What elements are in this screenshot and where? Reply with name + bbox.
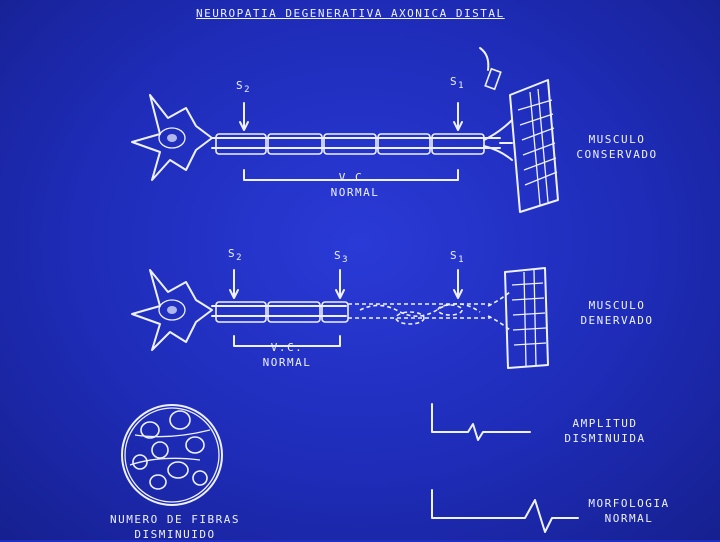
bottom-stim-s3-label: S3 [334, 249, 350, 266]
bottom-neuron [131, 267, 549, 369]
bottom-muscle-label: MUSCULO DENERVADO [580, 299, 654, 327]
bottom-vc-label: V.C. NORMAL [262, 341, 312, 369]
bottom-stim-s1-label: S1 [450, 249, 466, 266]
slide-title: NEUROPATIA DEGENERATIVA AXONICA DISTAL [196, 7, 505, 20]
amplitude-label: AMPLITUD DISMINUIDA [564, 417, 646, 445]
waveform-morphology [431, 489, 579, 533]
top-stim-s2-label: S2 [236, 79, 252, 96]
top-muscle-label: MUSCULO CONSERVADO [576, 133, 658, 161]
bottom-stim-s2-label: S2 [228, 247, 244, 264]
top-stim-s1-label: S1 [450, 75, 466, 92]
morphology-label: MORFOLOGIA NORMAL [588, 497, 670, 525]
fiber-cross-section [121, 404, 223, 506]
top-neuron [131, 47, 559, 213]
waveform-amplitude [431, 403, 531, 441]
fiber-count-label: NUMERO DE FIBRAS DISMINUIDO [110, 513, 240, 541]
top-vc-label: V.C. NORMAL [330, 171, 380, 199]
